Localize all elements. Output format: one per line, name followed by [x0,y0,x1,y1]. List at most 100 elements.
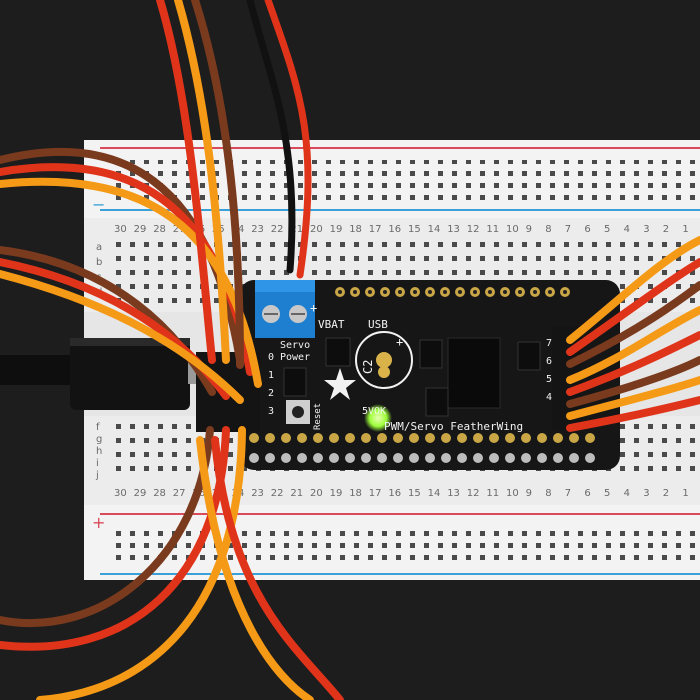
header-pin [505,453,515,463]
header-pin [297,433,307,443]
row-letter: h [96,446,102,457]
column-number: 5 [604,488,610,499]
resistor-pack-4 [283,367,307,397]
column-number: 28 [153,488,166,499]
column-number: 4 [624,224,630,235]
column-number: 28 [153,224,166,235]
column-number: 18 [349,488,362,499]
header-pin [409,453,419,463]
column-number: 18 [349,224,362,235]
label-vbat: VBAT [318,318,345,331]
column-number: 12 [467,224,480,235]
header-pin [585,433,595,443]
terminal-block [255,280,315,338]
column-number: 20 [310,224,323,235]
label-servo: Servo [280,340,310,351]
header-pin [393,453,403,463]
header-pin [265,453,275,463]
column-number: 1 [682,488,688,499]
column-number: 22 [271,224,284,235]
pin-label-left: 0 [268,352,274,363]
label-power: Power [280,352,310,363]
header-pin [281,433,291,443]
capacitor-c2 [355,331,413,389]
header-pin [489,453,499,463]
header-pin [537,433,547,443]
pwm-servo-featherwing-board: VBAT USB Servo Power Reset 5VOK C2 + PWM… [240,280,620,470]
header-pin [377,453,387,463]
column-number: 13 [447,488,460,499]
column-number: 2 [663,488,669,499]
column-number: 19 [330,224,343,235]
label-c2: C2 [361,360,375,374]
column-number: 10 [506,224,519,235]
column-number: 22 [271,488,284,499]
column-number: 9 [526,488,532,499]
column-number: 27 [173,224,186,235]
column-number: 17 [369,224,382,235]
header-pin [425,453,435,463]
header-pin [313,453,323,463]
column-number: 3 [643,488,649,499]
column-number: 16 [388,224,401,235]
row-letter: a [96,242,102,253]
rail-minus-label: − [92,195,105,214]
row-letter: f [96,422,100,433]
column-number: 7 [565,224,571,235]
column-number: 8 [545,224,551,235]
header-pin [361,433,371,443]
column-number: 2 [663,224,669,235]
column-number: 7 [565,488,571,499]
column-number: 14 [428,224,441,235]
header-pin [569,433,579,443]
header-pin [425,433,435,443]
header-pin [329,433,339,443]
header-pin [569,453,579,463]
column-number: 30 [114,488,127,499]
column-number: 8 [545,488,551,499]
header-pin [329,453,339,463]
header-pin [393,433,403,443]
column-number: 5 [604,224,610,235]
column-number: 30 [114,224,127,235]
header-pin [345,433,355,443]
power-wire-red [264,0,312,279]
5vok-led [364,404,392,432]
column-number: 16 [388,488,401,499]
pin-label-right: 5 [546,374,552,385]
adafruit-star-logo [324,368,356,400]
header-pin [457,433,467,443]
column-number: 27 [173,488,186,499]
column-number: 29 [134,224,147,235]
resistor-pack-2 [425,387,449,417]
header-pin [553,433,563,443]
header-pin [457,453,467,463]
header-pin [553,453,563,463]
label-usb: USB [368,318,388,331]
column-number: 17 [369,488,382,499]
column-number: 6 [584,224,590,235]
column-number: 20 [310,488,323,499]
row-letter: b [96,257,102,268]
header-pin [377,433,387,443]
resistor-pack-1 [419,339,443,369]
header-pin [441,453,451,463]
column-number: 1 [682,224,688,235]
header-pin [345,453,355,463]
column-number: 4 [624,488,630,499]
column-number: 21 [290,224,303,235]
header-pin [441,433,451,443]
pin-label-right: 4 [546,392,552,403]
header-pin [281,453,291,463]
column-number: 9 [526,224,532,235]
column-number: 11 [486,488,499,499]
header-pin [505,433,515,443]
header-pin [537,453,547,463]
column-number: 6 [584,488,590,499]
column-number: 13 [447,224,460,235]
header-pin [521,453,531,463]
column-number: 29 [134,488,147,499]
label-board-name: PWM/Servo FeatherWing [384,420,523,433]
power-wire-black [246,0,296,274]
